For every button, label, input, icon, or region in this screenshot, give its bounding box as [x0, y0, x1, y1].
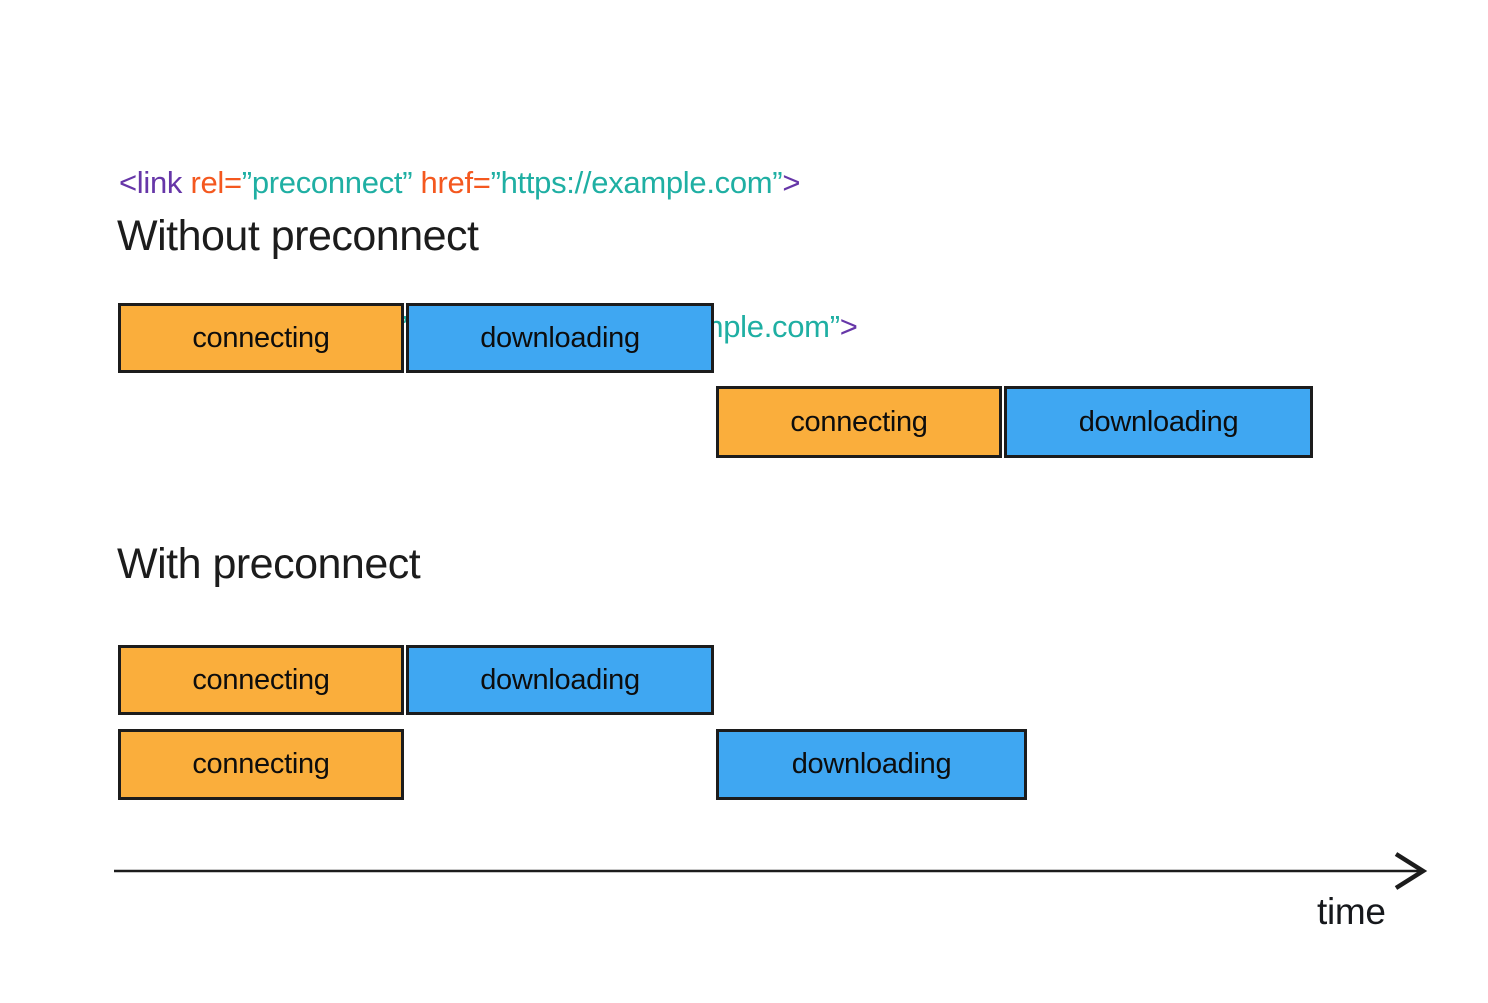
bar-label: downloading: [480, 663, 640, 696]
bar-label: connecting: [790, 405, 928, 438]
code-segment-attr: rel=: [190, 165, 242, 200]
code-segment-value: ”preconnect”: [241, 165, 421, 200]
time-axis-label: time: [1317, 891, 1386, 932]
code-segment-tag: >: [839, 309, 858, 344]
bar-connecting: connecting: [118, 645, 404, 715]
bar-label: connecting: [192, 321, 330, 354]
bar-connecting: connecting: [118, 303, 404, 373]
code-segment-tag: >: [782, 165, 801, 200]
bar-label: connecting: [192, 663, 330, 696]
bar-connecting: connecting: [118, 729, 404, 800]
time-axis: [114, 852, 1428, 890]
bar-label: connecting: [192, 748, 330, 780]
bar-downloading: downloading: [406, 645, 714, 715]
arrow-right-icon: [1394, 852, 1428, 890]
bar-label: downloading: [1078, 405, 1239, 438]
bar-connecting: connecting: [716, 386, 1002, 458]
bar-label: downloading: [791, 748, 952, 780]
bar-label: downloading: [480, 321, 640, 354]
section-title-with-preconnect: With preconnect: [117, 540, 421, 588]
code-line: <link rel=”preconnect” href=”https://exa…: [119, 159, 858, 207]
section-title-without-preconnect: Without preconnect: [117, 212, 479, 260]
code-segment-tag: <link: [119, 165, 191, 200]
code-segment-attr: href=: [420, 165, 491, 200]
bar-downloading: downloading: [406, 303, 714, 373]
bar-downloading: downloading: [716, 729, 1027, 800]
bar-downloading: downloading: [1004, 386, 1313, 458]
code-segment-value: ”https://example.com”: [490, 165, 783, 200]
